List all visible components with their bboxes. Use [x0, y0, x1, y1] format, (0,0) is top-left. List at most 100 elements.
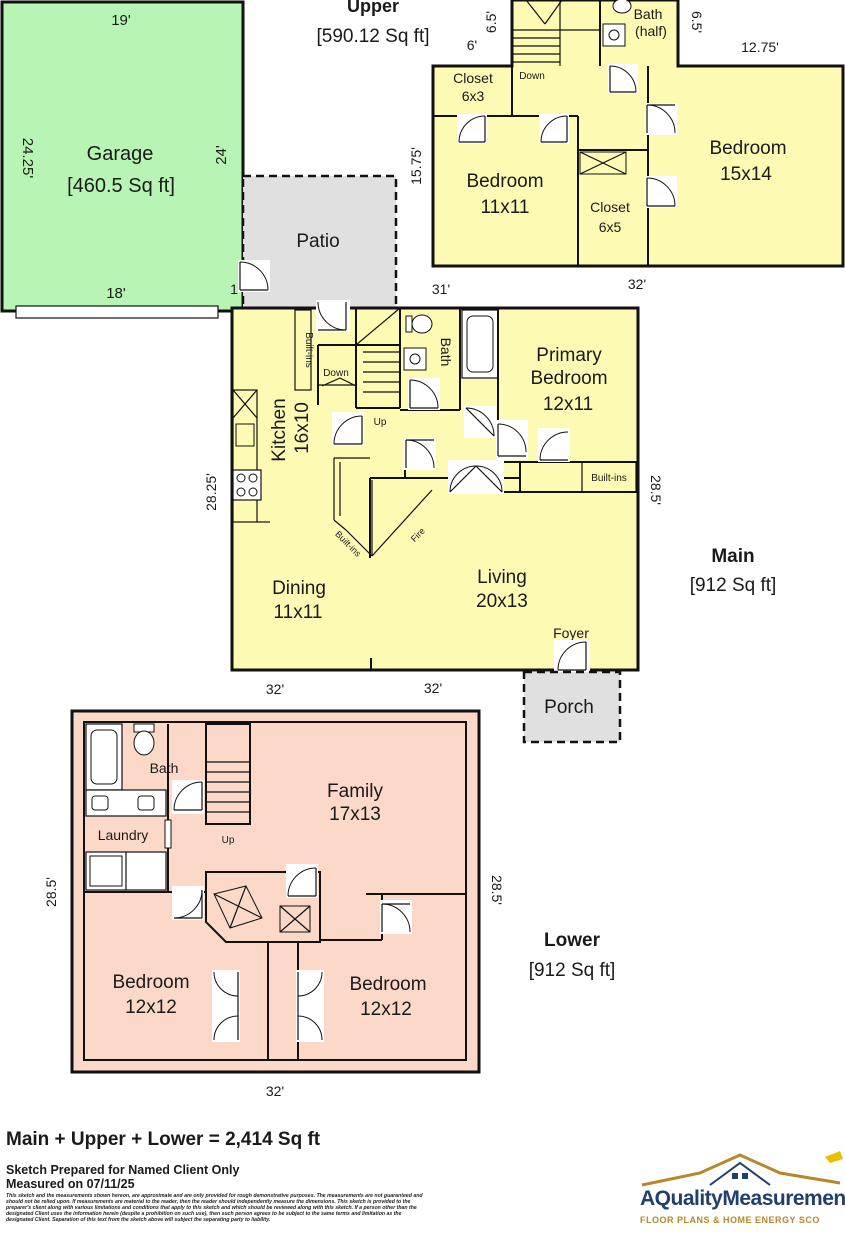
- kitchen-label-2: 16x10: [292, 402, 313, 454]
- upper-bath-label-1: Bath: [634, 6, 663, 22]
- garage-dim-right: 24': [213, 145, 230, 165]
- patio-label: Patio: [296, 231, 339, 252]
- upper-door-icon-3: [539, 114, 569, 144]
- porch-label: Porch: [544, 697, 594, 718]
- prepared-note: Sketch Prepared for Named Client Only Me…: [6, 1163, 239, 1191]
- main-bath-label: Bath: [438, 338, 454, 367]
- lower-bedroom-a-label-1: Bedroom: [112, 972, 189, 993]
- main-area: [912 Sq ft]: [690, 575, 777, 596]
- main-down-label: Down: [323, 368, 349, 379]
- lower-dim-right: 28.5': [489, 875, 505, 905]
- upper-closet-a-label-1: Closet: [453, 70, 493, 86]
- kitchen-label-1: Kitchen: [269, 398, 290, 461]
- upper-title: Upper: [347, 0, 399, 16]
- family-label-1: Family: [327, 781, 383, 802]
- upper-dim-bottom-left: 31': [432, 281, 450, 297]
- garage-dim-left: 24.25': [19, 138, 36, 179]
- kitchen-counters: [232, 389, 270, 523]
- garage-area: [0, 0, 245, 313]
- main-builtins-a-label: Built-ins: [303, 332, 314, 368]
- living-label-1: Living: [477, 567, 527, 588]
- upper-bedroom-b-label-1: Bedroom: [709, 138, 786, 159]
- garage-dim-top: 19': [111, 12, 131, 29]
- company-logo: AQualityMeasurement.c FLOOR PLANS & HOME…: [640, 1149, 845, 1233]
- upper-closet-b-label-1: Closet: [590, 199, 630, 215]
- porch-area: [522, 670, 622, 744]
- lower-up-label: Up: [222, 835, 235, 846]
- lower-dim-bottom: 32': [266, 1083, 284, 1099]
- dining-label-2: 11x11: [274, 602, 323, 623]
- living-label-2: 20x13: [476, 591, 528, 612]
- dining-label-1: Dining: [272, 578, 326, 599]
- lower-tub-icon: [85, 723, 123, 791]
- lower-vanity-icon: [85, 789, 167, 817]
- upper-outline: [431, 0, 845, 268]
- garage-area-label: [460.5 Sq ft]: [67, 175, 175, 197]
- upper-bedroom-a-label-2: 11x11: [481, 197, 530, 218]
- primary-label-2: Bedroom: [530, 368, 607, 389]
- lower-stairs: [205, 723, 251, 825]
- garage-block: 19' 24.25' 24' 18' 1 Garage [460.5 Sq ft…: [0, 0, 245, 319]
- upper-door-icon-4: [645, 103, 677, 135]
- house-roof-icon: [641, 1151, 843, 1187]
- lower-washer-dryer-icon: [85, 851, 167, 891]
- main-floor: Main [912 Sq ft] Built-ins: [203, 300, 776, 697]
- upper-dim-top-left: 6': [467, 37, 477, 53]
- porch-block: Porch: [522, 670, 622, 744]
- main-door-icon-7: [538, 428, 570, 462]
- garage-dim-bottom: 18': [106, 285, 126, 302]
- main-tub-icon: [461, 309, 499, 379]
- main-door-icon-1: [316, 300, 350, 332]
- footer: Main + Upper + Lower = 2,414 Sq ft Sketc…: [0, 1125, 845, 1233]
- upper-sink-icon: [602, 23, 626, 47]
- main-dim-right: 28.5': [648, 475, 664, 505]
- lower-door-icon-1: [172, 780, 204, 814]
- primary-label-1: Primary: [536, 345, 602, 366]
- upper-floor: Upper [590.12 Sq ft] Bath (half) 6.5' 6.…: [316, 0, 845, 297]
- lower-door-icon-3: [286, 864, 318, 898]
- lower-bedroom-a-label-2: 12x12: [125, 997, 177, 1018]
- lower-door-icon-2: [172, 886, 204, 920]
- main-door-icon-5: [464, 406, 496, 438]
- upper-dim-left: 15.75': [408, 147, 424, 185]
- lower-laundry-label: Laundry: [98, 827, 149, 843]
- lower-door-icon-4: [380, 900, 412, 934]
- lower-floor: Lower [912 Sq ft] Bath Laundry: [43, 709, 616, 1099]
- upper-toilet-icon: [612, 0, 632, 14]
- main-dim-bottom-left: 32': [266, 681, 284, 697]
- upper-down-label: Down: [519, 71, 545, 82]
- patio-block: Patio: [238, 174, 398, 310]
- measured-line: Measured on 07/11/25: [6, 1177, 135, 1191]
- family-label-2: 17x13: [329, 804, 381, 825]
- lower-area: [912 Sq ft]: [529, 960, 616, 981]
- main-builtins-b-label: Built-ins: [591, 473, 627, 484]
- main-stairs: [317, 307, 401, 409]
- patio-door-icon: [238, 260, 270, 292]
- main-door-icon-3: [332, 412, 364, 446]
- lower-bifold-b-icon: [296, 970, 324, 1042]
- upper-area: [590.12 Sq ft]: [316, 26, 429, 47]
- lower-toilet-icon: [133, 723, 155, 756]
- disclaimer: This sketch and the measurements shown h…: [6, 1193, 423, 1223]
- lower-bath-label: Bath: [150, 760, 179, 776]
- main-title: Main: [711, 546, 754, 567]
- lower-mechanical: [205, 871, 321, 943]
- logo-name: AQualityMeasurement.c: [640, 1187, 845, 1210]
- main-door-icon-6: [496, 420, 528, 460]
- upper-dim-bottom-right: 32': [628, 276, 646, 292]
- upper-closet-a-label-2: 6x3: [462, 88, 485, 104]
- upper-attic-hatch: [579, 151, 627, 175]
- main-door-icon-8: [448, 460, 504, 494]
- upper-dim-top-left-v: 6.5': [483, 11, 499, 33]
- primary-label-3: 12x11: [543, 394, 593, 415]
- floor-plan: 19' 24.25' 24' 18' 1 Garage [460.5 Sq ft…: [0, 0, 845, 1099]
- upper-bedroom-b-label-2: 15x14: [720, 164, 772, 185]
- total-area: Main + Upper + Lower = 2,414 Sq ft: [6, 1129, 321, 1150]
- upper-closet-b-label-2: 6x5: [599, 219, 622, 235]
- lower-laundry-bifold: [164, 819, 172, 849]
- upper-stairs: [512, 0, 600, 66]
- main-door-icon-2: [408, 378, 440, 410]
- main-dim-bottom-right: 32': [424, 680, 442, 696]
- prepared-line: Sketch Prepared for Named Client Only: [6, 1163, 240, 1177]
- garage-door: [15, 305, 219, 319]
